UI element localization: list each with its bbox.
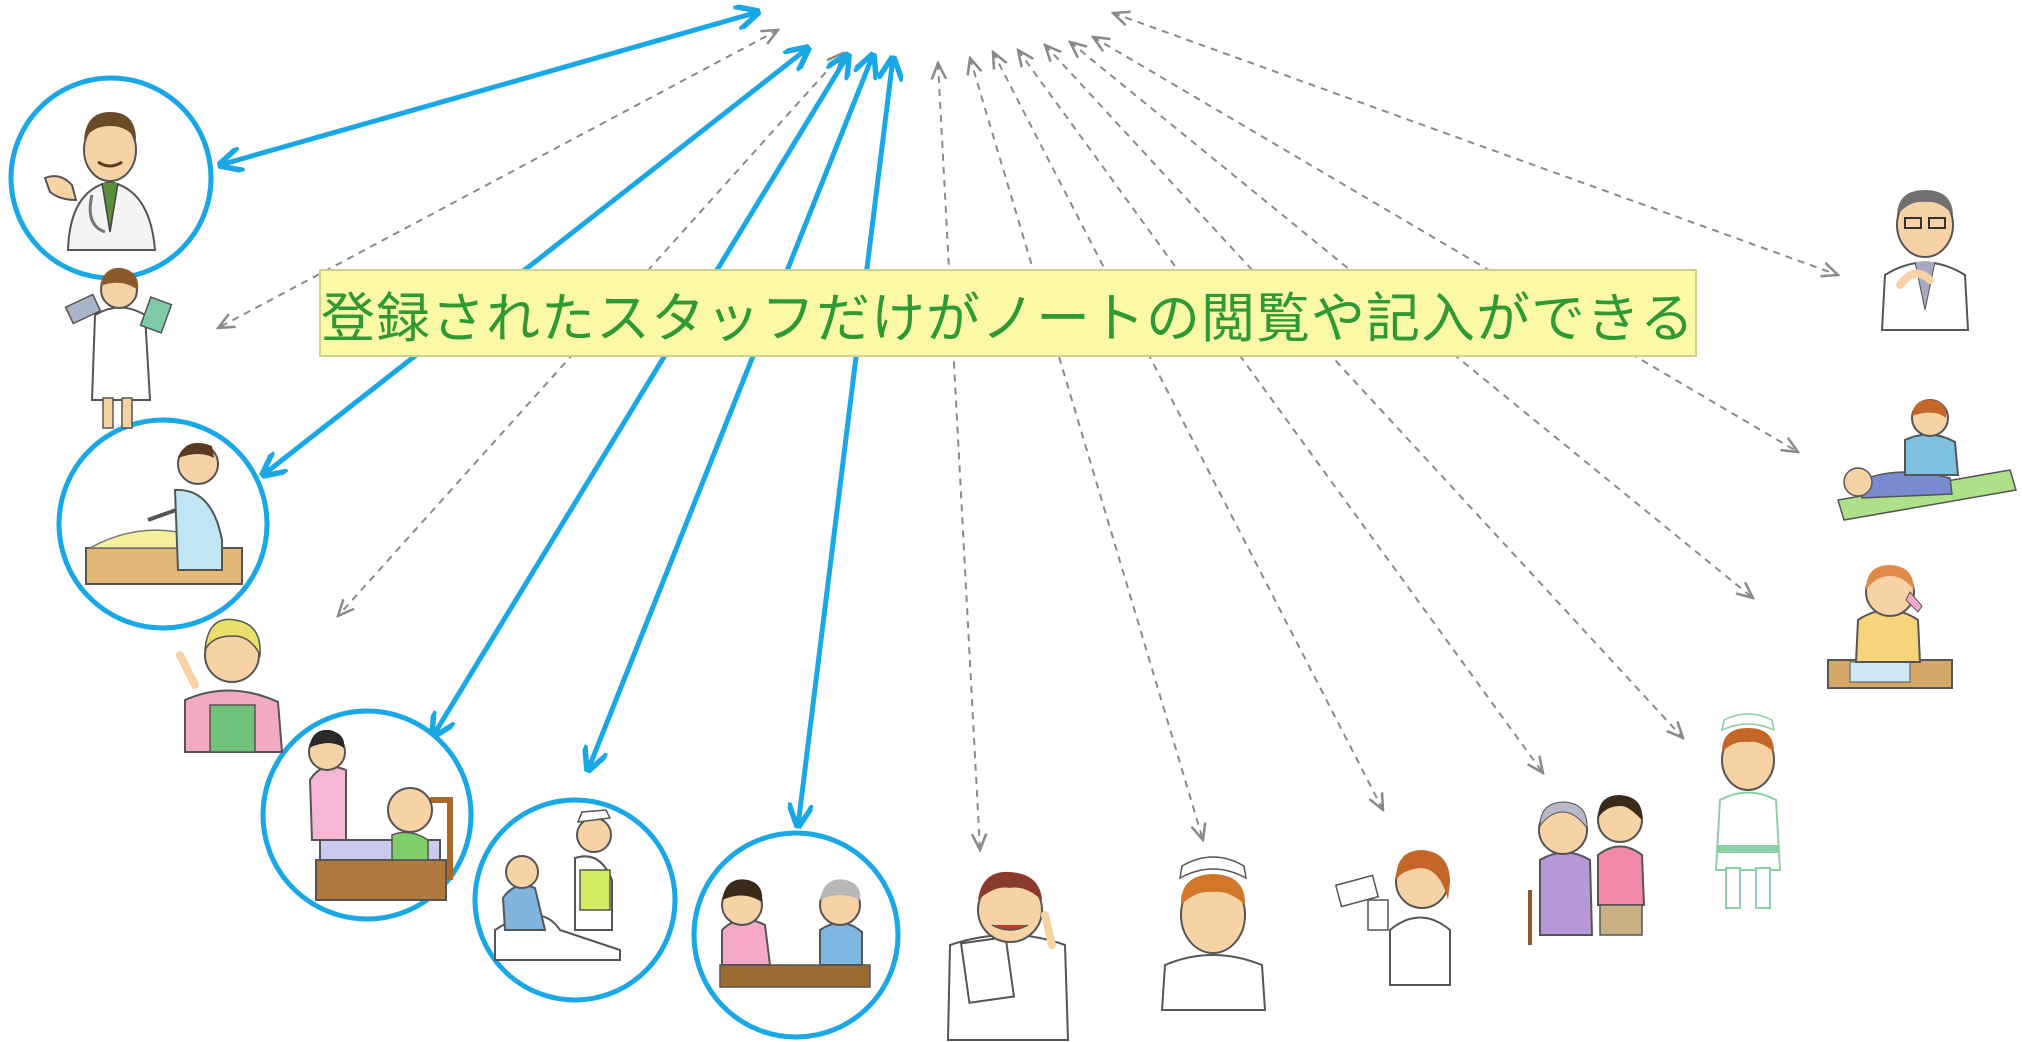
family-consultation-icon [691, 830, 901, 1040]
receptionist-on-phone-icon [1827, 565, 1953, 689]
arrow-family [798, 58, 893, 826]
home-helper-icon [176, 618, 284, 753]
dashed-arrow-specialist [1113, 13, 1838, 275]
arrow-physical-therapist [263, 48, 808, 475]
dashed-arrow-rehab-trainer [1093, 37, 1798, 452]
access-rule-caption: 登録されたスタッフだけがノートの閲覧や記入ができる [319, 269, 1697, 357]
dietitian-icon [1334, 850, 1451, 986]
pharmacist-icon [64, 267, 173, 429]
rehab-trainer-icon [1837, 399, 2017, 521]
nurse-cap-icon [1160, 856, 1267, 1011]
specialist-doctor-icon [1880, 190, 1970, 331]
registered-access-arrows [220, 12, 893, 826]
dashed-arrow-elderly-support [1018, 50, 1543, 773]
visiting-nurse-icon [1714, 713, 1782, 909]
elderly-walking-support-icon [1528, 795, 1646, 945]
doctor-with-document-icon [946, 871, 1070, 1041]
doctor-with-stethoscope-icon [8, 75, 214, 281]
physical-therapist-icon [56, 417, 270, 631]
unregistered-access-arrows [218, 13, 1838, 850]
care-worker-with-patient-in-bed-icon [260, 708, 474, 922]
dashed-arrow-doctor-document [938, 63, 980, 850]
dashed-arrow-nurse-cap [970, 58, 1203, 840]
dashed-arrow-dietitian [993, 52, 1383, 810]
arrow-doctor [220, 12, 758, 165]
nurse-with-patient-icon [472, 797, 678, 1003]
